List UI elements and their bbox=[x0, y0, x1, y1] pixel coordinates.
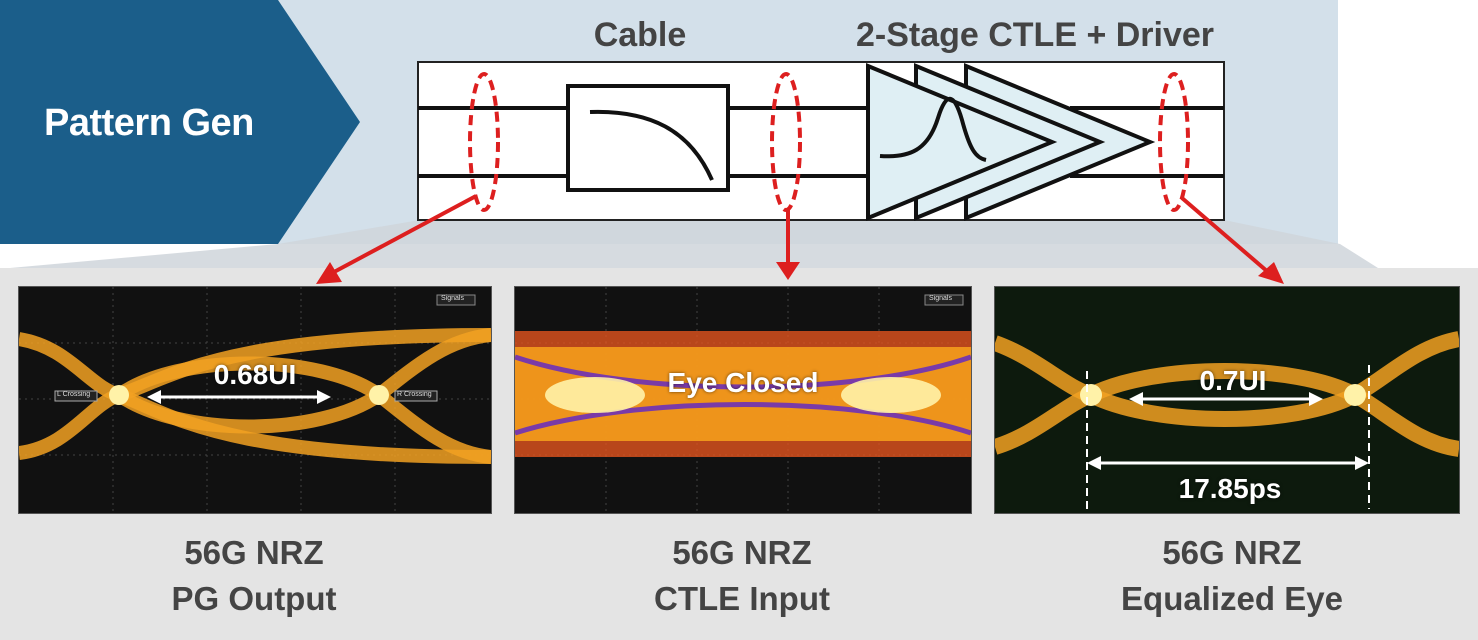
period-label: 17.85ps bbox=[1178, 473, 1282, 504]
eye-opening-label: 0.7UI bbox=[1199, 365, 1267, 396]
caption-ctle-input: 56G NRZ CTLE Input bbox=[522, 530, 962, 622]
l-crossing-marker: L Crossing bbox=[57, 391, 91, 398]
eye-panel-ctle-input: Eye Closed Signals bbox=[514, 286, 972, 514]
eye-diagram-pg-output bbox=[19, 287, 491, 513]
caption-line2: PG Output bbox=[171, 580, 337, 617]
caption-line1: 56G NRZ bbox=[1162, 534, 1302, 571]
caption-line2: CTLE Input bbox=[654, 580, 830, 617]
signals-dropdown[interactable]: Signals bbox=[441, 295, 464, 302]
eye-closed-label: Eye Closed bbox=[667, 367, 819, 398]
eye-panel-pg-output: 0.68UI L Crossing R Crossing Signals bbox=[18, 286, 492, 514]
caption-line2: Equalized Eye bbox=[1121, 580, 1343, 617]
r-crossing-marker: R Crossing bbox=[397, 391, 432, 398]
caption-line1: 56G NRZ bbox=[184, 534, 324, 571]
probe-arrows bbox=[316, 194, 1284, 284]
ctle-driver-label: 2-Stage CTLE + Driver bbox=[855, 16, 1215, 54]
ctle-driver-block bbox=[866, 63, 1156, 221]
eye-panel-equalized: 0.7UI 17.85ps bbox=[994, 286, 1460, 514]
cable-block bbox=[566, 84, 730, 192]
caption-equalized: 56G NRZ Equalized Eye bbox=[1012, 530, 1452, 622]
probe-pg-output bbox=[468, 72, 500, 212]
eye-diagram-equalized bbox=[995, 287, 1459, 513]
pattern-gen-label: Pattern Gen bbox=[44, 102, 254, 144]
eye-opening-label: 0.68UI bbox=[213, 359, 297, 390]
caption-line1: 56G NRZ bbox=[672, 534, 812, 571]
cable-label: Cable bbox=[593, 16, 687, 54]
signals-dropdown[interactable]: Signals bbox=[929, 295, 952, 302]
probe-equalized bbox=[1158, 72, 1190, 212]
caption-pg-output: 56G NRZ PG Output bbox=[34, 530, 474, 622]
zoom-funnel bbox=[10, 220, 1378, 268]
pattern-gen-block bbox=[0, 0, 360, 244]
eye-diagram-ctle-input bbox=[515, 287, 971, 513]
